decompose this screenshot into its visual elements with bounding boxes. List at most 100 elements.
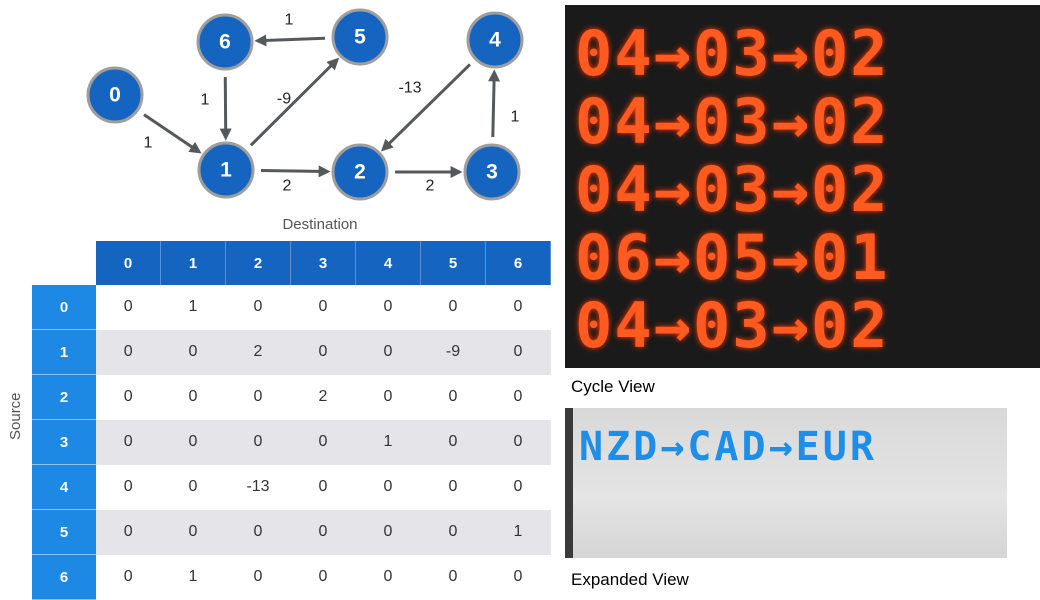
edge-4-to-2 bbox=[384, 64, 470, 148]
led-line: 04→03→02 bbox=[575, 159, 890, 221]
matrix-cell: 1 bbox=[161, 285, 226, 330]
matrix-cell: 1 bbox=[161, 555, 226, 600]
matrix-cell: 0 bbox=[96, 465, 161, 510]
matrix-cell: 0 bbox=[291, 510, 356, 555]
cycle-view-caption: Cycle View bbox=[571, 377, 655, 397]
graph-node-3: 3 bbox=[465, 145, 519, 199]
matrix-cell: 0 bbox=[161, 330, 226, 375]
matrix-cell: 0 bbox=[356, 375, 421, 420]
column-header-3: 3 bbox=[291, 241, 356, 285]
edge-weight-6-to-1: 1 bbox=[201, 92, 210, 109]
matrix-cell: 0 bbox=[356, 330, 421, 375]
edge-3-to-4 bbox=[493, 73, 494, 137]
edge-weight-1-to-5: -9 bbox=[277, 91, 291, 108]
matrix-cell: 0 bbox=[96, 555, 161, 600]
column-header-6: 6 bbox=[486, 241, 551, 285]
edge-weight-2-to-3: 2 bbox=[426, 178, 435, 195]
graph-node-0: 0 bbox=[88, 68, 142, 122]
led-line: 04→03→02 bbox=[575, 23, 890, 85]
matrix-corner bbox=[32, 241, 96, 285]
matrix-cell: 2 bbox=[291, 375, 356, 420]
edge-weight-0-to-1: 1 bbox=[144, 135, 153, 152]
led-line: 06→05→01 bbox=[575, 227, 890, 289]
matrix-cell: 0 bbox=[421, 285, 486, 330]
matrix-cell: 0 bbox=[96, 330, 161, 375]
row-header-3: 3 bbox=[32, 420, 96, 465]
matrix-cell: 0 bbox=[421, 465, 486, 510]
node-label: 4 bbox=[489, 29, 501, 52]
edge-1-to-2 bbox=[261, 171, 327, 172]
matrix-cell: 0 bbox=[226, 510, 291, 555]
graph-diagram: 1 2 2 1 -13 -9 1 1 0 1 2 3 4 5 6 bbox=[0, 0, 560, 215]
edge-weight-4-to-2: -13 bbox=[398, 80, 421, 97]
matrix-cell: 0 bbox=[421, 375, 486, 420]
matrix-cell: 0 bbox=[161, 375, 226, 420]
edge-weight-3-to-4: 1 bbox=[511, 109, 520, 126]
matrix-cell: 0 bbox=[486, 465, 551, 510]
matrix-cell: 0 bbox=[291, 285, 356, 330]
matrix-cell: 0 bbox=[161, 510, 226, 555]
screen-bezel bbox=[565, 408, 573, 558]
matrix-cell: 0 bbox=[96, 375, 161, 420]
node-label: 6 bbox=[219, 31, 231, 54]
matrix-cell: 0 bbox=[356, 285, 421, 330]
expanded-view-text: NZD→CAD→EUR bbox=[579, 424, 877, 470]
node-label: 1 bbox=[220, 159, 232, 182]
matrix-cell: 0 bbox=[96, 420, 161, 465]
led-line: 04→03→02 bbox=[575, 91, 890, 153]
row-header-1: 1 bbox=[32, 330, 96, 375]
graph-node-6: 6 bbox=[198, 15, 252, 69]
matrix-cell: 0 bbox=[226, 420, 291, 465]
row-header-6: 6 bbox=[32, 555, 96, 600]
expanded-view-photo: NZD→CAD→EUR bbox=[565, 408, 1007, 558]
edge-weight-1-to-2: 2 bbox=[283, 178, 292, 195]
matrix-cell: 0 bbox=[161, 420, 226, 465]
matrix-cell: 0 bbox=[486, 375, 551, 420]
matrix-cell: 0 bbox=[226, 285, 291, 330]
row-header-5: 5 bbox=[32, 510, 96, 555]
matrix-cell: -13 bbox=[226, 465, 291, 510]
edge-5-to-6 bbox=[258, 38, 325, 40]
edge-1-to-5 bbox=[251, 60, 337, 145]
node-label: 3 bbox=[486, 161, 498, 184]
edge-weight-5-to-6: 1 bbox=[285, 12, 294, 29]
column-header-4: 4 bbox=[356, 241, 421, 285]
matrix-cell: 0 bbox=[486, 285, 551, 330]
column-header-5: 5 bbox=[421, 241, 486, 285]
column-header-2: 2 bbox=[226, 241, 291, 285]
row-header-2: 2 bbox=[32, 375, 96, 420]
node-label: 2 bbox=[354, 161, 366, 184]
matrix-cell: 0 bbox=[161, 465, 226, 510]
matrix-cell: 0 bbox=[291, 555, 356, 600]
node-label: 5 bbox=[354, 26, 366, 49]
matrix-cell: 1 bbox=[356, 420, 421, 465]
matrix-cell: 0 bbox=[356, 510, 421, 555]
matrix-cell: 0 bbox=[356, 465, 421, 510]
matrix-cell: 0 bbox=[421, 555, 486, 600]
matrix-cell: 0 bbox=[291, 330, 356, 375]
matrix-cell: 0 bbox=[486, 420, 551, 465]
column-header-1: 1 bbox=[161, 241, 226, 285]
destination-axis-label: Destination bbox=[96, 216, 544, 233]
led-line: 04→03→02 bbox=[575, 295, 890, 357]
matrix-cell: -9 bbox=[421, 330, 486, 375]
node-label: 0 bbox=[109, 84, 121, 107]
row-header-0: 0 bbox=[32, 285, 96, 330]
matrix-cell: 0 bbox=[486, 555, 551, 600]
matrix-cell: 2 bbox=[226, 330, 291, 375]
source-axis-label: Source bbox=[0, 410, 30, 440]
matrix-cell: 0 bbox=[226, 555, 291, 600]
graph-node-4: 4 bbox=[468, 13, 522, 67]
matrix-cell: 0 bbox=[226, 375, 291, 420]
graph-node-5: 5 bbox=[333, 10, 387, 64]
row-header-4: 4 bbox=[32, 465, 96, 510]
